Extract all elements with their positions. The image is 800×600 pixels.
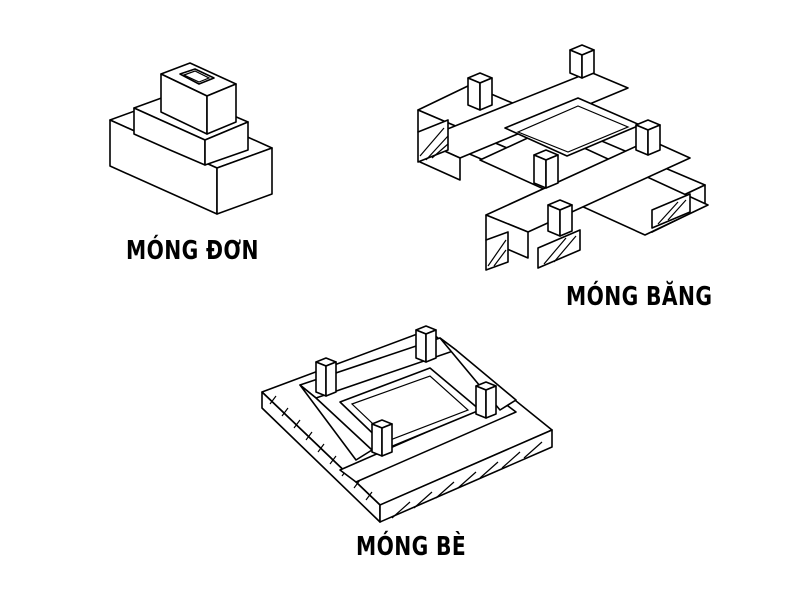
raft-footing-label: MÓNG BÈ bbox=[356, 532, 467, 562]
strip-footing-label: MÓNG BĂNG bbox=[566, 282, 713, 312]
single-footing-label: MÓNG ĐƠN bbox=[126, 236, 259, 266]
strip-columns bbox=[467, 44, 661, 237]
raft-columns bbox=[315, 325, 497, 457]
